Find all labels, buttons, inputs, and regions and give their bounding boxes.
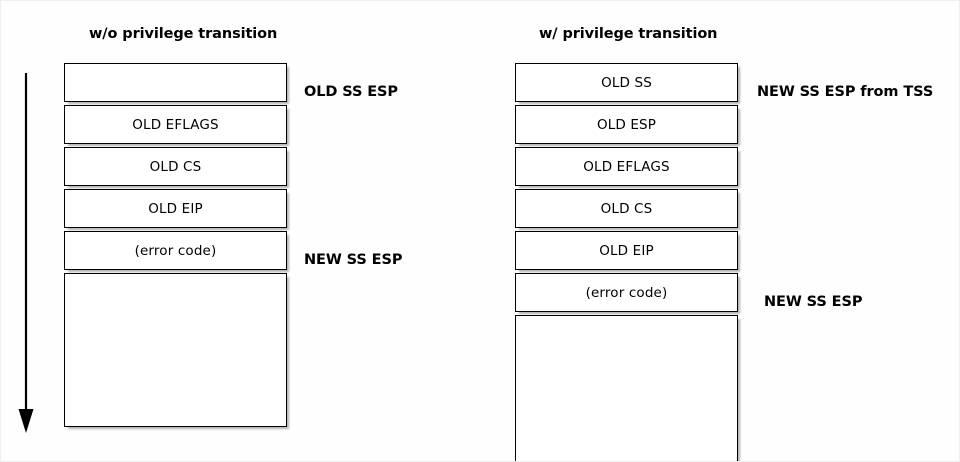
stack-slot-error-code: (error code) [64, 231, 287, 270]
stack-slot-free-space [64, 273, 287, 427]
stack-slot-old-eip: OLD EIP [64, 189, 287, 228]
stack-slot-error-code: (error code) [515, 273, 738, 312]
stack-growth-direction-arrow [14, 73, 40, 437]
column-title-with-privilege-transition: w/ privilege transition [539, 26, 718, 42]
annotation-new-ss-esp-from-tss: NEW SS ESP from TSS [757, 84, 934, 100]
stack-slot-old-eip: OLD EIP [515, 231, 738, 270]
stack-slot-label: (error code) [585, 284, 668, 301]
stack-slot-label: OLD ESP [596, 116, 657, 133]
annotation-new-ss-esp-right: NEW SS ESP [764, 294, 863, 310]
column-title-without-privilege-transition: w/o privilege transition [89, 26, 278, 42]
annotation-old-ss-esp-left: OLD SS ESP [304, 84, 398, 100]
stack-slot-old-eflags: OLD EFLAGS [64, 105, 287, 144]
stack-slot-label: OLD EIP [599, 242, 654, 259]
stack-slot-free-space [515, 315, 738, 461]
stack-slot-label: OLD EFLAGS [583, 158, 670, 175]
stack-slot-old-esp: OLD ESP [515, 105, 738, 144]
stack-slot-old-ss: OLD SS [515, 63, 738, 102]
stack-slot-old-eflags: OLD EFLAGS [515, 147, 738, 186]
stack-slot-label: OLD CS [600, 200, 653, 217]
stack-frame-with-privilege-transition: OLD SS OLD ESP OLD EFLAGS OLD CS OLD EIP… [515, 63, 738, 461]
stack-slot-old-cs: OLD CS [64, 147, 287, 186]
stack-slot-empty-top [64, 63, 287, 102]
stack-slot-old-cs: OLD CS [515, 189, 738, 228]
stack-slot-label: OLD SS [601, 74, 652, 91]
stack-slot-label: OLD EIP [148, 200, 203, 217]
stack-slot-label: OLD EFLAGS [132, 116, 219, 133]
stack-slot-label: (error code) [134, 242, 217, 259]
stack-frame-without-privilege-transition: OLD EFLAGS OLD CS OLD EIP (error code) [64, 63, 287, 427]
stack-slot-label: OLD CS [149, 158, 202, 175]
annotation-new-ss-esp-left: NEW SS ESP [304, 252, 403, 268]
